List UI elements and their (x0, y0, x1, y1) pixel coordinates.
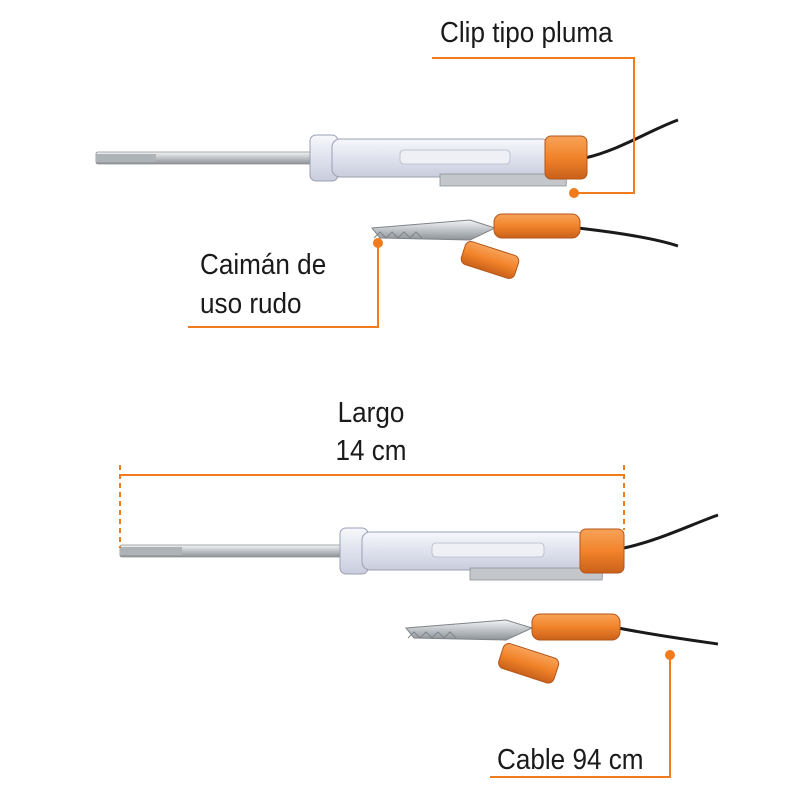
bottom-tester (119, 513, 719, 581)
label-clip-tipo-pluma: Clip tipo pluma (440, 17, 613, 49)
bottom-tester-orange-cap (579, 528, 625, 574)
top-tester-orange-cap (544, 135, 588, 180)
callout-caiman (188, 238, 383, 328)
top-clip-jaw (371, 219, 497, 241)
top-clip-cable (577, 226, 679, 248)
callout-cable (490, 650, 675, 778)
bottom-clip-sleeve (531, 613, 621, 641)
bottom-clip-cable (617, 626, 719, 646)
callout-cable-dot (665, 650, 675, 660)
bottom-alligator-clip (405, 613, 719, 684)
label-caiman-line1: Caimán de (200, 249, 327, 281)
top-clip-sleeve (493, 213, 581, 239)
top-alligator-clip (371, 213, 679, 280)
callout-clip-line (432, 57, 635, 194)
callout-caiman-dot (373, 238, 383, 248)
top-clip-teeth (373, 231, 423, 239)
callout-caiman-line (188, 243, 379, 328)
bottom-tester-bulb (431, 542, 545, 558)
top-tester-tip (96, 154, 156, 162)
top-tester (95, 118, 679, 187)
label-largo-value: 14 cm (335, 435, 407, 467)
callout-cable-line (490, 655, 671, 778)
bottom-clip-teeth (407, 631, 457, 639)
top-clip-lever (460, 240, 520, 280)
callout-clip-dot (569, 188, 579, 198)
label-caiman-line2: uso rudo (200, 288, 302, 320)
top-tester-bulb (399, 149, 511, 165)
callout-clip (432, 57, 635, 198)
bottom-clip-lever (498, 642, 560, 684)
top-tester-cable (584, 118, 679, 160)
bottom-tester-tip (120, 547, 182, 555)
bottom-clip-jaw (405, 619, 534, 641)
dimension-largo (119, 465, 625, 548)
label-cable: Cable 94 cm (497, 744, 644, 776)
label-largo: Largo (337, 397, 405, 429)
bottom-tester-cable (623, 513, 719, 550)
